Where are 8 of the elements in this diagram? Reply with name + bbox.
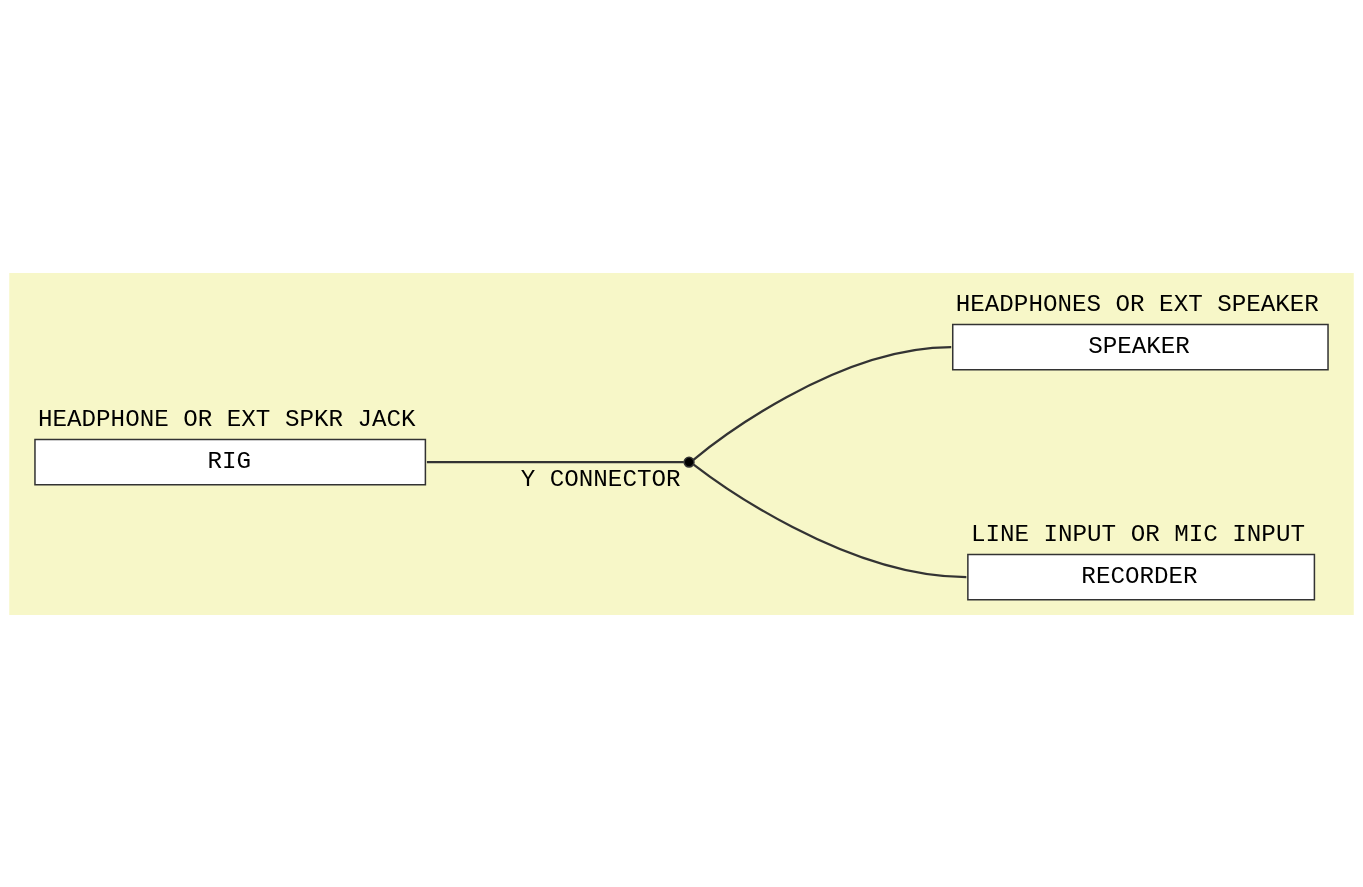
connector bbox=[692, 463, 967, 578]
node-label: Y CONNECTOR bbox=[520, 465, 681, 493]
node-label: HEADPHONES OR EXT SPEAKER bbox=[955, 290, 1319, 318]
node-label: LINE INPUT OR MIC INPUT bbox=[970, 520, 1305, 548]
connector bbox=[692, 345, 952, 461]
connector bbox=[426, 460, 684, 463]
node-circle bbox=[683, 456, 695, 468]
node-label: HEADPHONE OR EXT SPKR JACK bbox=[38, 405, 416, 433]
